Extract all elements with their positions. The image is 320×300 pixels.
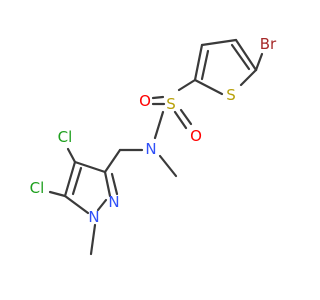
bond-c5-c4-double: [230, 43, 251, 71]
atom-pyrazole-n1: N: [88, 208, 99, 226]
bond-c2-sulfonyl: [177, 78, 197, 92]
bond-c5-br: [254, 52, 264, 72]
bond-ch2-c3: [103, 148, 122, 174]
molecule-diagram: Br S S O O N Cl Cl N N: [30, 35, 277, 256]
atom-pyrazole-n2: N: [108, 193, 119, 211]
bond-c3-c4: [73, 160, 107, 174]
bond-s-o-lower-2: [179, 108, 193, 126]
bond-c3-c2: [193, 43, 204, 82]
atom-oxygen-upper: O: [139, 92, 151, 110]
atom-chlorine-lower: Cl: [30, 179, 45, 197]
bond-s-o-lower: [173, 110, 188, 130]
bond-s-o-upper: [151, 95, 165, 100]
bond-c5-cl: [48, 190, 67, 198]
bond-c4-cl: [66, 147, 77, 164]
bond-c5-s1: [239, 68, 258, 87]
bond-c5-c4: [234, 38, 258, 72]
bond-c5-n1: [63, 194, 90, 215]
atom-labels: Br S S O O N Cl Cl N N: [30, 35, 277, 226]
atom-bromine: Br: [260, 35, 277, 53]
bond-n-methyl: [158, 154, 178, 178]
bond-n1-methyl: [89, 223, 97, 256]
bond-n1-n2: [96, 198, 108, 212]
bond-c4-c5: [63, 160, 77, 198]
atom-oxygen-lower: O: [190, 127, 202, 145]
bond-s-n: [153, 110, 165, 140]
atom-sulfonamide-nitrogen: N: [145, 140, 156, 158]
atom-sulfonyl-sulfur: S: [166, 95, 176, 113]
bond-n2-c3-double: [110, 172, 119, 196]
atom-chlorine-upper: Cl: [58, 128, 73, 146]
bond-n2-c3: [103, 170, 112, 198]
bond-c3-c2-double: [200, 49, 210, 81]
bond-c2-s1: [193, 78, 224, 96]
bonds: [48, 38, 264, 256]
bond-c4-c5-double: [71, 166, 83, 196]
bond-c4-c3: [200, 38, 238, 47]
atom-thiophene-sulfur: S: [226, 86, 236, 104]
